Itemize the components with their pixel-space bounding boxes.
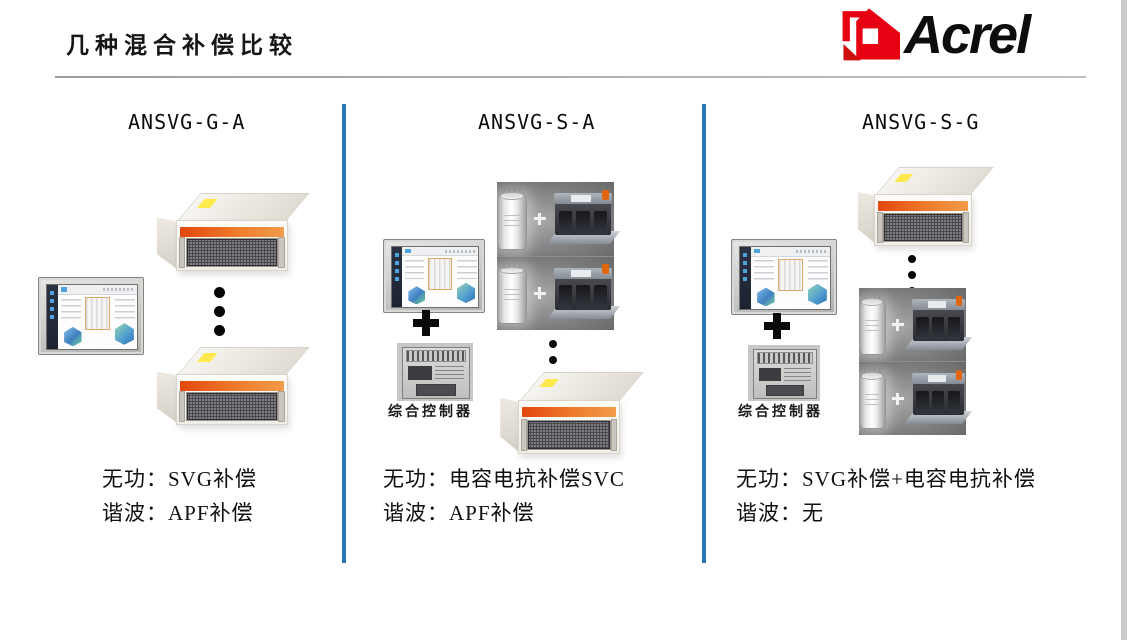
harmonic-line: 谐波：APF补偿: [383, 501, 535, 525]
plus-icon: [764, 313, 790, 339]
capacitor-reactor-set: [859, 288, 973, 361]
svg-device-image: [852, 167, 995, 246]
capacitor-reactor-set: [859, 361, 973, 435]
column-header-ansvg-s-a: ANSVG-S-A: [478, 110, 596, 134]
hmi-sidebar: [740, 247, 751, 309]
hmi-touchscreen-image: [731, 239, 837, 315]
svg-device-image: [150, 347, 310, 425]
acrel-logo-text: Acrel: [904, 5, 1031, 65]
column-description: 无功：SVG补偿+电容电抗补偿 谐波：无: [736, 462, 1036, 530]
hmi-sidebar: [392, 247, 403, 307]
harmonic-line: 谐波：APF补偿: [102, 501, 254, 525]
hmi-sidebar: [47, 285, 58, 349]
controller-label: 综合控制器: [388, 405, 473, 420]
reactor-image: [904, 369, 973, 425]
controller-image: [397, 343, 473, 401]
reactive-power-line: 无功：SVG补偿: [102, 467, 258, 491]
acrel-logo: Acrel: [838, 4, 1031, 66]
reactor-image: [546, 189, 620, 245]
plus-icon: [892, 318, 905, 331]
reactive-power-line: 无功：电容电抗补偿SVC: [383, 467, 625, 491]
column-header-ansvg-s-g: ANSVG-S-G: [862, 110, 980, 134]
plus-icon: [892, 392, 905, 405]
plus-icon: [413, 310, 439, 336]
capacitor-image: [859, 293, 886, 356]
column-header-ansvg-g-a: ANSVG-G-A: [128, 110, 246, 134]
header-divider: [55, 76, 1086, 78]
plus-icon: [533, 212, 546, 225]
column-divider-2: [702, 104, 706, 563]
capacitor-reactor-panel: [497, 182, 620, 330]
capacitor-image: [497, 262, 527, 325]
reactor-image: [904, 295, 973, 351]
reactive-power-line: 无功：SVG补偿+电容电抗补偿: [736, 467, 1036, 491]
controller-image: [748, 345, 820, 401]
hmi-touchscreen-image: [383, 239, 485, 313]
vertical-ellipsis-icon: [214, 283, 225, 340]
capacitor-image: [859, 367, 886, 430]
controller-label: 综合控制器: [738, 405, 823, 420]
svg-device-image: [150, 193, 310, 271]
capacitor-reactor-set: [497, 255, 620, 330]
harmonic-line: 谐波：无: [736, 501, 824, 525]
plus-icon: [533, 287, 546, 300]
page-title: 几种混合补偿比较: [66, 33, 298, 59]
acrel-logo-icon: [842, 8, 900, 61]
column-divider-1: [342, 104, 346, 563]
column-description: 无功：电容电抗补偿SVC 谐波：APF补偿: [383, 462, 625, 530]
reactor-image: [546, 264, 620, 319]
svg-device-image: [494, 372, 644, 454]
capacitor-reactor-panel: [859, 288, 973, 435]
right-edge-strip: [1121, 0, 1127, 640]
capacitor-reactor-set: [497, 182, 620, 256]
column-description: 无功：SVG补偿 谐波：APF补偿: [102, 462, 257, 530]
hmi-touchscreen-image: [38, 277, 144, 355]
capacitor-image: [497, 187, 527, 250]
